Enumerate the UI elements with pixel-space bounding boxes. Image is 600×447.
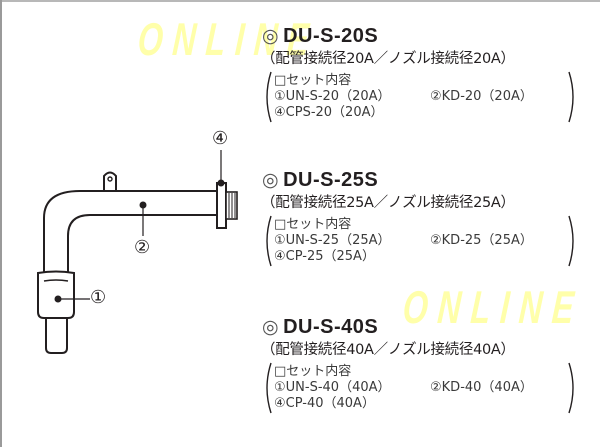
set-title: □セット内容	[274, 73, 352, 88]
set-item: ①UN-S-25（25A）	[274, 233, 391, 248]
right-paren-icon	[568, 215, 574, 267]
label-4: ④	[212, 128, 229, 149]
set-item: ④CPS-20（20A）	[274, 105, 384, 120]
set-title: □セット内容	[274, 217, 352, 232]
connection-spec: （配管接続径20A／ノズル接続径20A）	[261, 51, 515, 67]
pipe-assembly-diagram	[37, 150, 238, 354]
left-paren-icon	[266, 362, 272, 414]
right-paren-icon	[568, 362, 574, 414]
set-item: ④CP-25（25A）	[274, 249, 375, 264]
model-heading: ◎DU-S-20S	[262, 24, 592, 49]
frame-border-left	[0, 0, 2, 447]
set-contents: □セット内容 ①UN-S-20（20A） ②KD-20（20A） ④CPS-20（…	[262, 71, 592, 123]
label-1: ①	[90, 287, 107, 308]
double-circle-icon: ◎	[262, 170, 280, 191]
product-du-s-20s: ◎DU-S-20S （配管接続径20A／ノズル接続径20A） □セット内容 ①U…	[261, 24, 592, 123]
product-du-s-40s: ◎DU-S-40S （配管接続径40A／ノズル接続径40A） □セット内容 ①U…	[261, 315, 592, 414]
right-paren-icon	[568, 71, 574, 123]
model-heading: ◎DU-S-25S	[262, 168, 592, 193]
model-name: DU-S-20S	[283, 25, 379, 47]
label-2: ②	[134, 237, 151, 258]
set-item: ①UN-S-40（40A）	[274, 380, 391, 395]
left-paren-icon	[266, 71, 272, 123]
set-title: □セット内容	[274, 364, 352, 379]
product-du-s-25s: ◎DU-S-25S （配管接続径25A／ノズル接続径25A） □セット内容 ①U…	[261, 168, 592, 267]
double-circle-icon: ◎	[262, 26, 280, 47]
set-item: ①UN-S-20（20A）	[274, 89, 391, 104]
set-contents: □セット内容 ①UN-S-40（40A） ②KD-40（40A） ④CP-40（4…	[262, 362, 592, 414]
model-name: DU-S-25S	[283, 169, 379, 191]
set-item: ②KD-20（20A）	[430, 89, 533, 104]
model-name: DU-S-40S	[283, 316, 379, 338]
set-item: ②KD-25（25A）	[430, 233, 533, 248]
double-circle-icon: ◎	[262, 317, 280, 338]
set-item: ②KD-40（40A）	[430, 380, 533, 395]
frame-border-top	[0, 0, 600, 2]
set-contents: □セット内容 ①UN-S-25（25A） ②KD-25（25A） ④CP-25（2…	[262, 215, 592, 267]
set-item: ④CP-40（40A）	[274, 396, 375, 411]
model-heading: ◎DU-S-40S	[262, 315, 592, 340]
connection-spec: （配管接続径40A／ノズル接続径40A）	[261, 342, 515, 358]
connection-spec: （配管接続径25A／ノズル接続径25A）	[261, 195, 515, 211]
left-paren-icon	[266, 215, 272, 267]
